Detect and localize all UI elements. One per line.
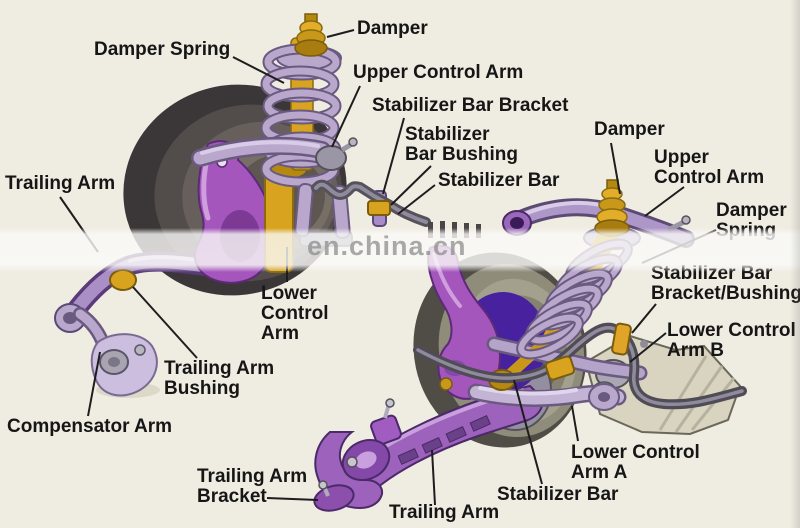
rear-trailing-arm-bracket (313, 398, 402, 512)
leader-damper-left (326, 29, 355, 38)
front-stabilizer-bar-bushing (367, 200, 391, 216)
compensator-arm (90, 333, 160, 398)
leader-trailing-arm-bracket (266, 497, 319, 501)
leader-stabilizer-bar-bushing (390, 165, 432, 206)
leader-compensator-arm (87, 351, 101, 417)
front-damper-top (294, 13, 328, 57)
leader-stabilizer-bracket-bushing (631, 303, 657, 334)
leader-lower-control-arm-a (571, 405, 579, 442)
leader-upper-control-arm-left (331, 85, 361, 148)
leader-upper-control-arm-right (644, 186, 685, 217)
label-trailing-arm-left: Trailing Arm (5, 173, 116, 194)
front-ball-joint (315, 145, 347, 171)
label-upper-control-arm-left: Upper Control Arm (353, 62, 524, 83)
label-stabilizer-bar-right: Stabilizer Bar (497, 484, 619, 505)
rear-stabilizer-bar (413, 322, 747, 410)
leader-damper-spring-left (232, 56, 285, 84)
label-stabilizer-bar-bracket: Stabilizer Bar Bracket (372, 95, 569, 116)
label-trailing-arm-right: Trailing Arm (389, 502, 500, 523)
front-stabilizer-bar (311, 179, 431, 227)
leader-lower-control-arm-b (629, 332, 667, 363)
watermark-text: en.china.cn (307, 231, 467, 261)
leader-stabilizer-bar-bracket (382, 117, 405, 195)
rear-stabilizer-bracket-bushing (611, 322, 632, 356)
label-stabilizer-bar-left: Stabilizer Bar (438, 170, 560, 191)
front-upper-control-arm (191, 136, 358, 171)
scan-edge-shadow (790, 0, 800, 528)
leader-trailing-arm-right (431, 449, 436, 506)
label-damper-left: Damper (357, 18, 428, 39)
label-compensator-arm: Compensator Arm (7, 416, 173, 437)
label-damper-spring-left: Damper Spring (94, 39, 231, 60)
leader-lines (59, 29, 717, 506)
leader-stabilizer-bar-right (513, 379, 543, 485)
rear-stabilizer-clamp (544, 355, 576, 381)
leader-stabilizer-bar-left (397, 184, 436, 215)
leader-damper-right (610, 142, 621, 195)
leader-trailing-arm-bushing (132, 286, 198, 359)
lower-control-arm-a (467, 383, 627, 411)
watermark-band: en.china.cn (0, 228, 800, 272)
label-damper-right: Damper (594, 119, 665, 140)
